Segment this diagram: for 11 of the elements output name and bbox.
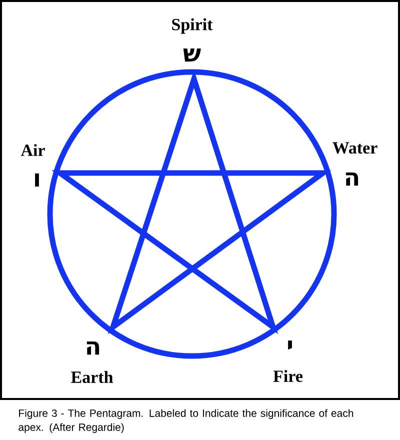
hebrew-letter: ה [86, 341, 100, 355]
element-label: Water [332, 142, 378, 154]
caption: Figure 3 - The Pentagram. Labeled to Indicate the significance of each apex. (After Regardie) [18, 409, 354, 433]
hebrew-letter: ו [35, 173, 39, 187]
element-label: Earth [71, 371, 113, 383]
element-label: Fire [273, 370, 303, 382]
hebrew-letter: ה [346, 172, 358, 186]
element-label: Spirit [172, 18, 213, 34]
hebrew-letter: י [288, 340, 292, 350]
hebrew-letter: ש [183, 48, 201, 62]
element-label: Air [20, 144, 45, 156]
